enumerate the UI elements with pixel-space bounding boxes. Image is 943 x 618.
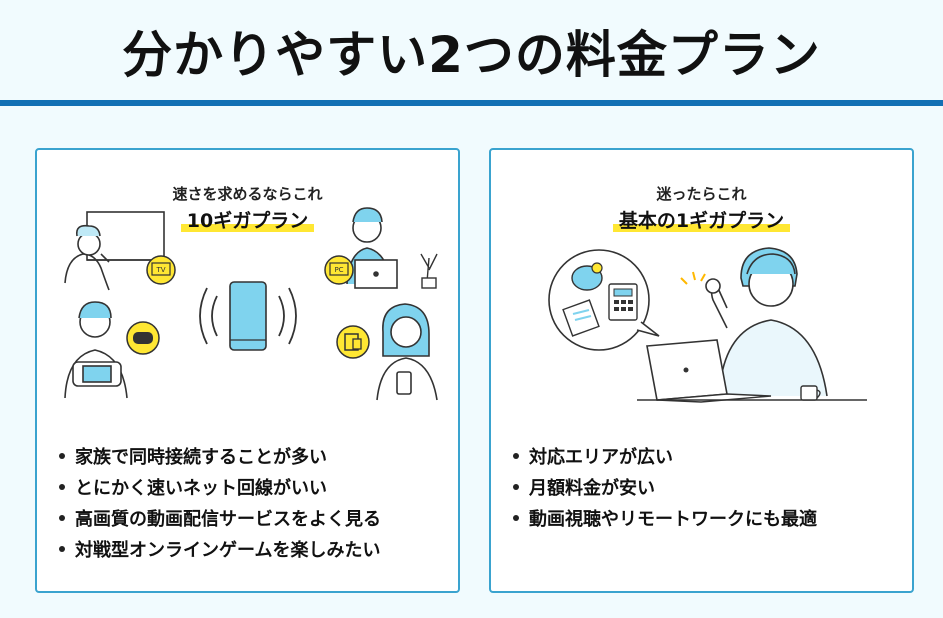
person-watching-tv bbox=[64, 224, 110, 291]
tablet-icon bbox=[344, 333, 362, 351]
router-icon bbox=[199, 281, 297, 351]
plan-card-10g: TV PC bbox=[35, 148, 460, 593]
page-header: 分かりやすい2つの料金プラン bbox=[0, 0, 943, 101]
list-item: 家族で同時接続することが多い bbox=[59, 442, 381, 473]
list-item: とにかく速いネット回線がいい bbox=[59, 473, 381, 504]
list-item: 動画視聴やリモートワークにも最適 bbox=[513, 504, 817, 535]
bullet-icon bbox=[59, 484, 65, 490]
pc-badge-label: PC bbox=[334, 266, 343, 274]
plan-1g-name: 基本の1ギガプラン bbox=[491, 206, 912, 235]
calculator-icon bbox=[608, 283, 638, 321]
bullet-icon bbox=[59, 546, 65, 552]
page-title: 分かりやすい2つの料金プラン bbox=[122, 25, 821, 84]
plan-10g-points: 家族で同時接続することが多い とにかく速いネット回線がいい 高画質の動画配信サー… bbox=[59, 442, 381, 566]
piggy-bank-icon bbox=[571, 262, 603, 291]
plan-10g-name-label: 10ギガプラン bbox=[180, 206, 315, 235]
plan-10g-illustration: TV PC bbox=[64, 207, 438, 401]
list-item: 対戦型オンラインゲームを楽しみたい bbox=[59, 535, 381, 566]
thought-bubble bbox=[548, 249, 660, 351]
tv-badge-label: TV bbox=[155, 266, 165, 274]
header-divider bbox=[0, 100, 943, 106]
list-item: 対応エリアが広い bbox=[513, 442, 817, 473]
gamepad-icon bbox=[133, 332, 153, 344]
bullet-icon bbox=[59, 453, 65, 459]
plan-10g-name: 10ギガプラン bbox=[37, 206, 458, 235]
sparkle-icon bbox=[680, 271, 706, 285]
bullet-icon bbox=[59, 515, 65, 521]
plan-1g-name-label: 基本の1ギガプラン bbox=[612, 206, 791, 235]
plan-10g-kicker: 速さを求めるならこれ bbox=[172, 185, 323, 203]
bullet-icon bbox=[513, 453, 519, 459]
clipboard-icon bbox=[562, 299, 600, 337]
plan-1g-illustration bbox=[548, 247, 867, 403]
list-item: 月額料金が安い bbox=[513, 473, 817, 504]
man-ok-gesture bbox=[705, 247, 828, 397]
person-with-headset bbox=[346, 207, 398, 289]
coffee-cup-icon bbox=[800, 385, 821, 401]
plant-icon bbox=[420, 253, 438, 289]
plan-1g-points: 対応エリアが広い 月額料金が安い 動画視聴やリモートワークにも最適 bbox=[513, 442, 817, 535]
plan-1g-kicker: 迷ったらこれ bbox=[656, 185, 747, 203]
child-gaming bbox=[64, 301, 128, 399]
person-with-phone bbox=[376, 303, 438, 401]
plan-card-1g: 迷ったらこれ 基本の1ギガプラン 対応エリアが広い 月額料金が安い 動画視聴やリ… bbox=[489, 148, 914, 593]
bullet-icon bbox=[513, 515, 519, 521]
bullet-icon bbox=[513, 484, 519, 490]
list-item: 高画質の動画配信サービスをよく見る bbox=[59, 504, 381, 535]
